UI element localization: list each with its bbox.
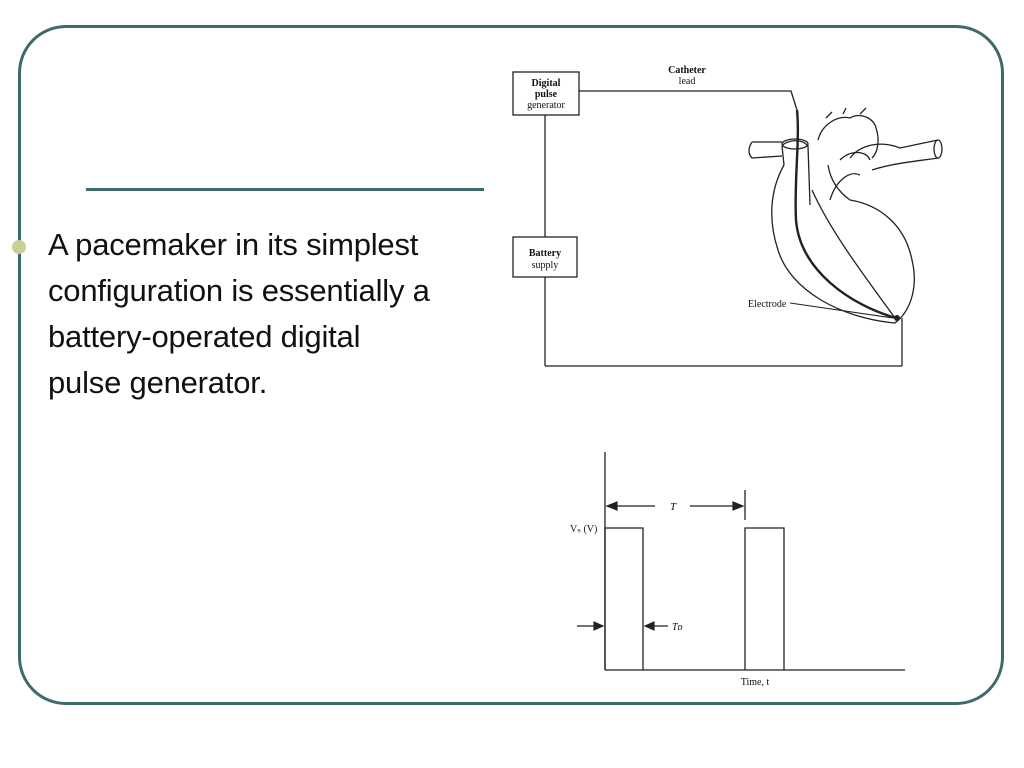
catheter-label-2: lead (679, 76, 696, 87)
electrode-label: Electrode (748, 299, 787, 310)
generator-label-2: pulse (535, 89, 558, 100)
electrode-pointer (789, 302, 894, 319)
waveform-axes (604, 452, 905, 671)
generator-label-3: generator (527, 100, 565, 111)
circuit-wires (544, 90, 903, 367)
bullet-icon (12, 240, 26, 254)
heart-illustration (748, 107, 943, 324)
battery-label-2: supply (532, 260, 559, 271)
generator-box (512, 71, 580, 116)
period-label: T (670, 501, 677, 513)
period-arrow (605, 501, 745, 511)
title-divider (86, 188, 484, 191)
pulse-waveform (604, 527, 785, 670)
duration-arrows (577, 621, 668, 631)
electrode-tip (894, 315, 900, 321)
time-axis-label: Time, t (741, 677, 770, 688)
generator-label-1: Digital (532, 78, 561, 89)
duration-label: Tᴅ (672, 622, 683, 633)
battery-label-1: Battery (529, 248, 561, 259)
catheter-label-1: Catheter (668, 65, 706, 76)
battery-box (512, 236, 578, 278)
bullet-text: A pacemaker in its simplest configuratio… (48, 227, 430, 400)
voltage-label: Vₛ (V) (570, 524, 597, 535)
slide-frame (18, 25, 1004, 705)
